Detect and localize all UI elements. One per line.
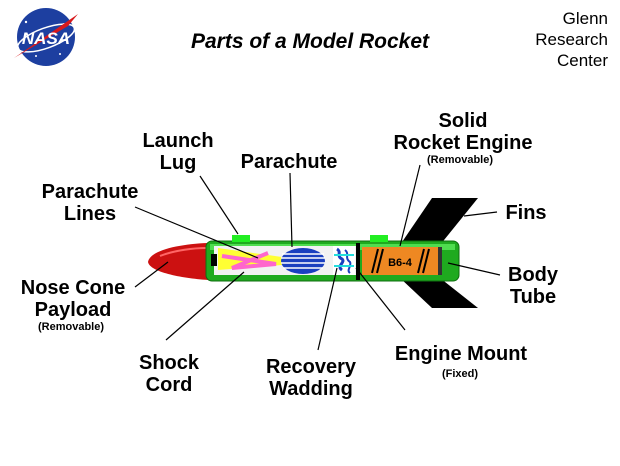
body-tube-line-2: Tube bbox=[509, 286, 557, 308]
org-line-1: Glenn bbox=[562, 9, 608, 28]
org-line-3: Center bbox=[556, 51, 608, 70]
leader-parachute bbox=[289, 172, 293, 248]
nose-cone-line-2: Payload bbox=[34, 299, 112, 321]
nose-cone-line-1: Nose Cone bbox=[20, 277, 126, 299]
leader-nose-cone bbox=[134, 261, 169, 288]
recovery-wadding bbox=[333, 246, 355, 275]
recovery-wadding-label: Recovery Wadding bbox=[252, 356, 370, 400]
launch-lug-line-1: Launch bbox=[142, 130, 214, 152]
shock-cord bbox=[221, 251, 277, 270]
page-title: Parts of a Model Rocket bbox=[190, 30, 430, 53]
nasa-logo: NASA bbox=[14, 8, 78, 66]
leader-launch-lug bbox=[199, 175, 239, 235]
body-tube-line-1: Body bbox=[508, 264, 558, 286]
launch-lug-label: Launch Lug bbox=[128, 130, 228, 174]
fins-label: Fins bbox=[498, 202, 554, 224]
parachute bbox=[281, 248, 325, 274]
leader-fins bbox=[463, 211, 498, 217]
leader-recovery-wadding bbox=[317, 267, 338, 351]
solid-rocket-engine-label: Solid Rocket Engine bbox=[368, 110, 558, 154]
solid-rocket-engine-note: (Removable) bbox=[426, 154, 494, 166]
leader-parachute-lines bbox=[134, 206, 259, 259]
parachute-label: Parachute bbox=[226, 151, 352, 173]
shock-cord-label: Shock Cord bbox=[124, 352, 214, 396]
solid-rocket-engine-line-1: Solid bbox=[438, 110, 488, 132]
parachute-lines-line-1: Parachute bbox=[41, 181, 139, 203]
launch-lug-rear bbox=[370, 235, 388, 242]
org-line-2: Research bbox=[535, 30, 608, 49]
engine-mount-note: (Fixed) bbox=[441, 368, 479, 380]
solid-rocket-engine-line-2: Rocket Engine bbox=[393, 132, 533, 154]
leader-engine-mount bbox=[355, 267, 406, 331]
parachute-lines-line-2: Lines bbox=[63, 203, 117, 225]
recovery-wadding-line-1: Recovery bbox=[265, 356, 357, 378]
fins-line-1: Fins bbox=[505, 202, 547, 224]
leader-shock-cord bbox=[165, 271, 245, 341]
nose-cone-note: (Removable) bbox=[37, 321, 105, 333]
body-tube-label: Body Tube bbox=[498, 264, 568, 308]
launch-lug-line-2: Lug bbox=[159, 152, 197, 174]
engine-mount-label: Engine Mount bbox=[378, 343, 544, 365]
nose-cone-payload-label: Nose Cone Payload bbox=[10, 277, 136, 321]
glenn-research-center-label: Glenn Research Center bbox=[535, 8, 608, 71]
engine-mount-line-1: Engine Mount bbox=[394, 343, 528, 365]
shock-cord-line-2: Cord bbox=[145, 374, 193, 396]
nasa-logo-text: NASA bbox=[22, 29, 70, 48]
fin-bottom bbox=[400, 278, 478, 308]
engine-mount-ring bbox=[356, 243, 360, 280]
leader-solid-engine bbox=[399, 164, 421, 247]
launch-lug-front bbox=[232, 235, 250, 242]
parachute-line-1: Parachute bbox=[240, 151, 338, 173]
shock-cord-line-1: Shock bbox=[138, 352, 200, 374]
engine-code-text: B6-4 bbox=[388, 257, 413, 269]
parachute-lines-label: Parachute Lines bbox=[30, 181, 150, 225]
fin-top bbox=[400, 198, 478, 245]
recovery-wadding-line-2: Wadding bbox=[269, 378, 353, 400]
leader-body-tube bbox=[447, 262, 501, 276]
nose-cone bbox=[148, 243, 208, 280]
